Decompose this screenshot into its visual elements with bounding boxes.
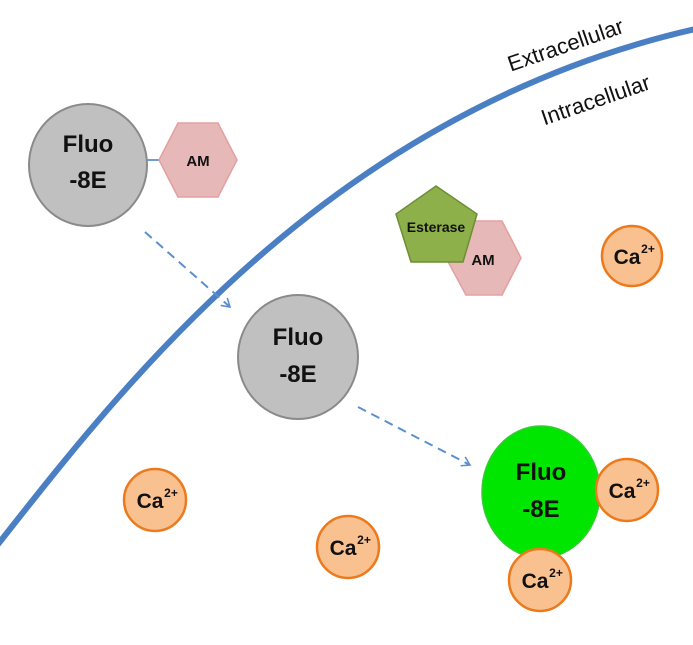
calcium-ion-bound: Ca 2+ bbox=[594, 457, 660, 523]
calcium-charge: 2+ bbox=[549, 566, 563, 580]
arrow-crossing-membrane bbox=[144, 231, 232, 308]
arrow-calcium-binding bbox=[357, 406, 472, 467]
calcium-ion: Ca 2+ bbox=[315, 514, 381, 580]
am-ester-group bbox=[158, 122, 238, 198]
calcium-label: Ca bbox=[137, 490, 164, 513]
dye-label-line1: Fluo bbox=[63, 131, 114, 158]
fluo-8e-calcium-bound: Fluo -8E bbox=[481, 425, 601, 559]
calcium-label: Ca bbox=[614, 246, 641, 269]
esterase-cleaving-am: AM Esterase bbox=[395, 185, 522, 296]
calcium-ion: Ca 2+ bbox=[600, 224, 664, 288]
calcium-charge: 2+ bbox=[164, 486, 178, 500]
calcium-charge: 2+ bbox=[357, 533, 371, 547]
intracellular-label: Intracellular bbox=[538, 70, 654, 131]
fluo-8e-am-extracellular: Fluo -8E AM bbox=[28, 103, 238, 227]
dye-label-line2: -8E bbox=[69, 167, 106, 194]
calcium-label: Ca bbox=[330, 537, 357, 560]
calcium-charge: 2+ bbox=[636, 476, 650, 490]
fluo-8e-dye-inactive bbox=[28, 103, 148, 227]
fluo-8e-intracellular: Fluo -8E bbox=[237, 294, 359, 420]
calcium-label: Ca bbox=[609, 480, 636, 503]
esterase-enzyme bbox=[395, 185, 478, 263]
esterase-label: Esterase bbox=[407, 219, 466, 235]
dye-label-line1: Fluo bbox=[273, 324, 324, 351]
calcium-charge: 2+ bbox=[641, 242, 655, 256]
dye-label-line2: -8E bbox=[279, 361, 316, 388]
dye-label-line1: Fluo bbox=[516, 459, 567, 486]
calcium-ion-bound: Ca 2+ bbox=[507, 547, 573, 613]
am-label: AM bbox=[186, 153, 209, 170]
dye-label-line2: -8E bbox=[522, 496, 559, 523]
calcium-ion: Ca 2+ bbox=[122, 467, 188, 533]
cell-membrane bbox=[0, 26, 693, 547]
am-label: AM bbox=[471, 252, 494, 269]
calcium-label: Ca bbox=[522, 570, 549, 593]
